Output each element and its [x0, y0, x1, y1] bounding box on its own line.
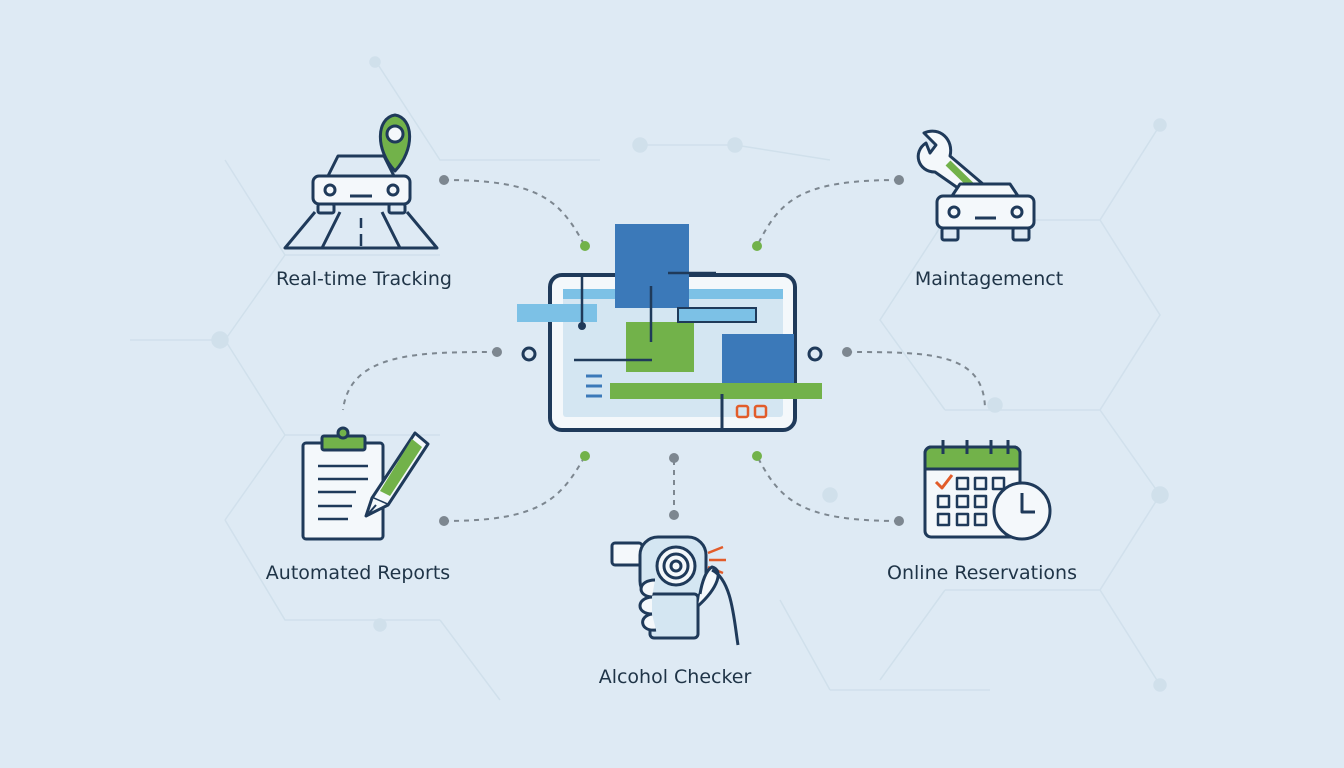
label-real-time-tracking: Real-time Tracking: [276, 268, 452, 290]
label-online-reservations: Online Reservations: [887, 562, 1077, 584]
connector-dots: [439, 175, 904, 526]
car-with-map-pin-icon: [283, 113, 439, 250]
connector-reservations-lower: [756, 455, 900, 522]
clipboard-pen-icon: [301, 426, 430, 541]
connector-reservations: [846, 351, 986, 411]
connector-maintenance: [756, 179, 900, 247]
connectors: [342, 179, 986, 522]
label-alcohol-checker: Alcohol Checker: [598, 666, 752, 688]
label-maintenance: Maintagemenct: [914, 268, 1064, 290]
calendar-clock-icon: [923, 440, 1052, 541]
connector-reports: [342, 351, 498, 411]
label-automated-reports: Automated Reports: [265, 562, 451, 584]
wrench-car-icon: [916, 129, 1036, 242]
breathalyzer-hand-icon: [610, 535, 740, 646]
dashboard-screen-icon: [517, 224, 822, 432]
background-network: [130, 56, 1169, 701]
connector-reports-lower: [443, 455, 586, 522]
connector-tracking: [443, 179, 586, 247]
